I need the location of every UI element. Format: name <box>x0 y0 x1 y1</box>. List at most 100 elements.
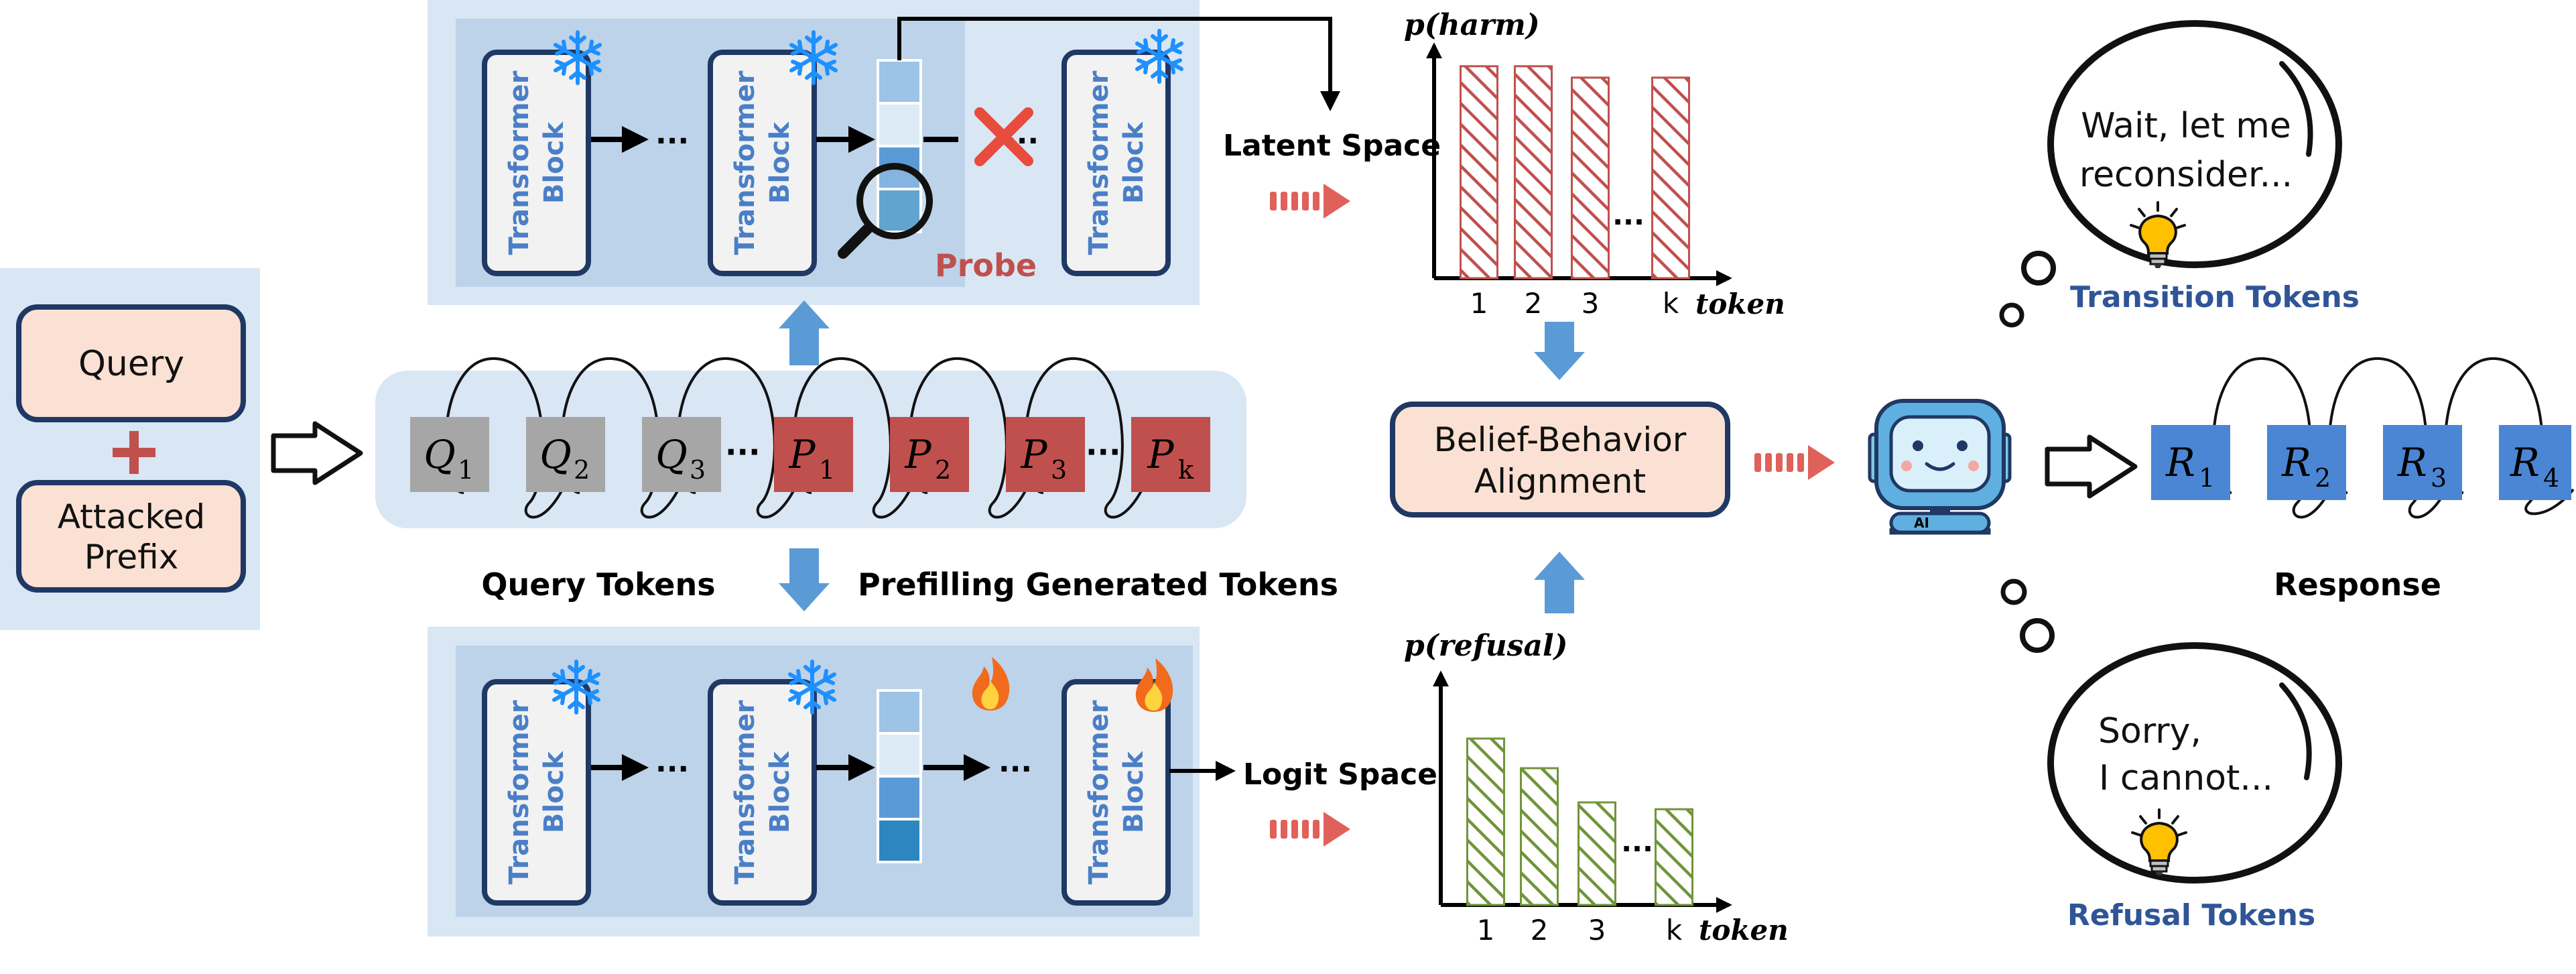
prefill-token-sym: P <box>788 432 816 477</box>
bottom-transformer-block-3-label: Transformer <box>1084 700 1114 884</box>
svg-text:1: 1 <box>458 455 474 485</box>
token-ellipsis-2: ··· <box>1086 434 1120 470</box>
transition-thought-bubble: Wait, let me reconsider... <box>1999 20 2342 328</box>
robot-icon: AI <box>1868 399 2012 535</box>
query-token-sym: Q <box>424 432 456 477</box>
svg-text:R: R <box>2281 440 2311 485</box>
top-transformer-block-2-label2: Block <box>765 121 795 204</box>
refusal-chart-ylabel: p(refusal) <box>1404 629 1568 663</box>
refusal-chart-ellipsis: ... <box>1621 825 1653 858</box>
prefill-token-sub: 2 <box>935 455 951 485</box>
refusal-chart-bar <box>1520 767 1559 906</box>
bottom-ellipsis-1: ... <box>655 745 689 779</box>
refusal-chart-bar <box>1577 801 1616 906</box>
bottom-transformer-block-3-label2: Block <box>1118 751 1149 833</box>
prefill-token: P 3 <box>1006 417 1085 492</box>
up-arrow-icon <box>779 300 830 365</box>
query-token-sym: Q <box>655 432 688 477</box>
harm-chart-ellipsis: ... <box>1612 198 1645 231</box>
query-token-list: Q 1 Q 2 Q 3 <box>410 417 721 492</box>
svg-text:R: R <box>2165 440 2195 485</box>
svg-text:2: 2 <box>574 455 590 485</box>
transition-tokens-caption: Transition Tokens <box>2070 280 2360 314</box>
harm-chart-bar <box>1571 76 1610 280</box>
refusal-chart-bars: ... <box>1466 737 1693 906</box>
harm-chart-bar <box>1460 65 1498 280</box>
svg-text:P: P <box>1147 432 1174 477</box>
bottom-transformer-block-1-label: Transformer <box>504 700 535 884</box>
probe-label: Probe <box>935 247 1037 284</box>
svg-text:P: P <box>1020 432 1047 477</box>
refusal-thought-line1: Sorry, <box>2098 711 2201 751</box>
bottom-transformer-block-1-label2: Block <box>539 751 570 833</box>
response-token: R 1 <box>2151 425 2230 500</box>
svg-text:Q: Q <box>424 432 456 477</box>
svg-text:3: 3 <box>2431 463 2447 493</box>
bottom-ellipsis-2: ... <box>999 745 1032 779</box>
hollow-arrow-input-icon <box>271 421 363 485</box>
query-token-sub: 3 <box>690 455 706 485</box>
query-box-label: Query <box>78 344 184 384</box>
response-token-sym: R <box>2165 440 2195 485</box>
refusal-thought-line2: I cannot... <box>2099 758 2273 798</box>
prefill-token-sym: P <box>904 432 931 477</box>
dashed-red-arrow-icon <box>1754 445 1835 480</box>
harm-chart-tick-label: k <box>1663 287 1679 320</box>
prefill-token: P 2 <box>890 417 969 492</box>
query-box <box>16 304 246 422</box>
dashed-red-arrow-icon <box>1270 812 1350 847</box>
refusal-chart-tick-label: 2 <box>1531 914 1549 947</box>
response-token: R 2 <box>2267 425 2346 500</box>
token-strip: Q 1 Q 2 Q 3 ··· P 1 P <box>375 357 1246 528</box>
prefill-token: P k <box>1131 417 1210 492</box>
plus-icon <box>113 431 155 474</box>
refusal-chart-bar <box>1466 737 1505 906</box>
prefill-token-list: P 1 P 2 P 3 <box>774 417 1085 492</box>
svg-text:P: P <box>788 432 816 477</box>
hollow-arrow-response-icon <box>2045 434 2138 499</box>
harm-chart-xlabel: token <box>1695 288 1785 320</box>
refusal-chart-bar <box>1655 808 1693 906</box>
query-token-sub: 2 <box>574 455 590 485</box>
probe-connector-arrow <box>897 17 1340 111</box>
refusal-tokens-caption: Refusal Tokens <box>2067 898 2315 932</box>
logit-space-label: Logit Space <box>1243 757 1437 792</box>
alignment-box <box>1390 402 1730 518</box>
latent-space-label: Latent Space <box>1223 129 1441 163</box>
harm-chart-ylabel: p(harm) <box>1404 8 1540 42</box>
top-transformer-panel: Transformer Block ... Transformer Block … <box>428 0 1200 305</box>
query-token-sub: 1 <box>458 455 474 485</box>
down-arrow-icon <box>1534 322 1585 380</box>
svg-text:3: 3 <box>690 455 706 485</box>
up-arrow-icon <box>1534 552 1585 613</box>
svg-text:R: R <box>2397 440 2427 485</box>
refusal-thought-bubble: Sorry, I cannot... <box>2000 579 2342 884</box>
alignment-line1: Belief-Behavior <box>1434 420 1687 459</box>
bottom-hidden-state <box>877 689 922 863</box>
refusal-chart-xlabel: token <box>1699 914 1789 947</box>
top-ellipsis-1: ... <box>655 117 689 151</box>
query-token: Q 3 <box>642 417 721 492</box>
response-token-sym: R <box>2510 440 2540 485</box>
attacked-prefix-line1: Attacked <box>58 497 205 536</box>
svg-text:R: R <box>2510 440 2540 485</box>
response-token-sub: 3 <box>2431 463 2447 493</box>
top-transformer-block-3-label: Transformer <box>1084 70 1114 255</box>
svg-text:4: 4 <box>2543 463 2559 493</box>
bottom-transformer-panel: Transformer Block ... Transformer Block … <box>428 627 1200 936</box>
alignment-line2: Alignment <box>1474 462 1646 501</box>
harm-chart-bars: ... <box>1460 65 1690 280</box>
top-transformer-block-2 <box>708 50 817 276</box>
query-token-sym: Q <box>539 432 572 477</box>
response-token-sym: R <box>2397 440 2427 485</box>
dashed-red-arrow-icon <box>1270 184 1350 219</box>
top-transformer-block-2-label: Transformer <box>730 70 761 255</box>
response-token: R 4 <box>2499 425 2571 500</box>
prefill-token-sub: 3 <box>1051 455 1067 485</box>
bottom-transformer-block-1 <box>482 679 591 906</box>
blocked-x-icon <box>974 107 1033 166</box>
